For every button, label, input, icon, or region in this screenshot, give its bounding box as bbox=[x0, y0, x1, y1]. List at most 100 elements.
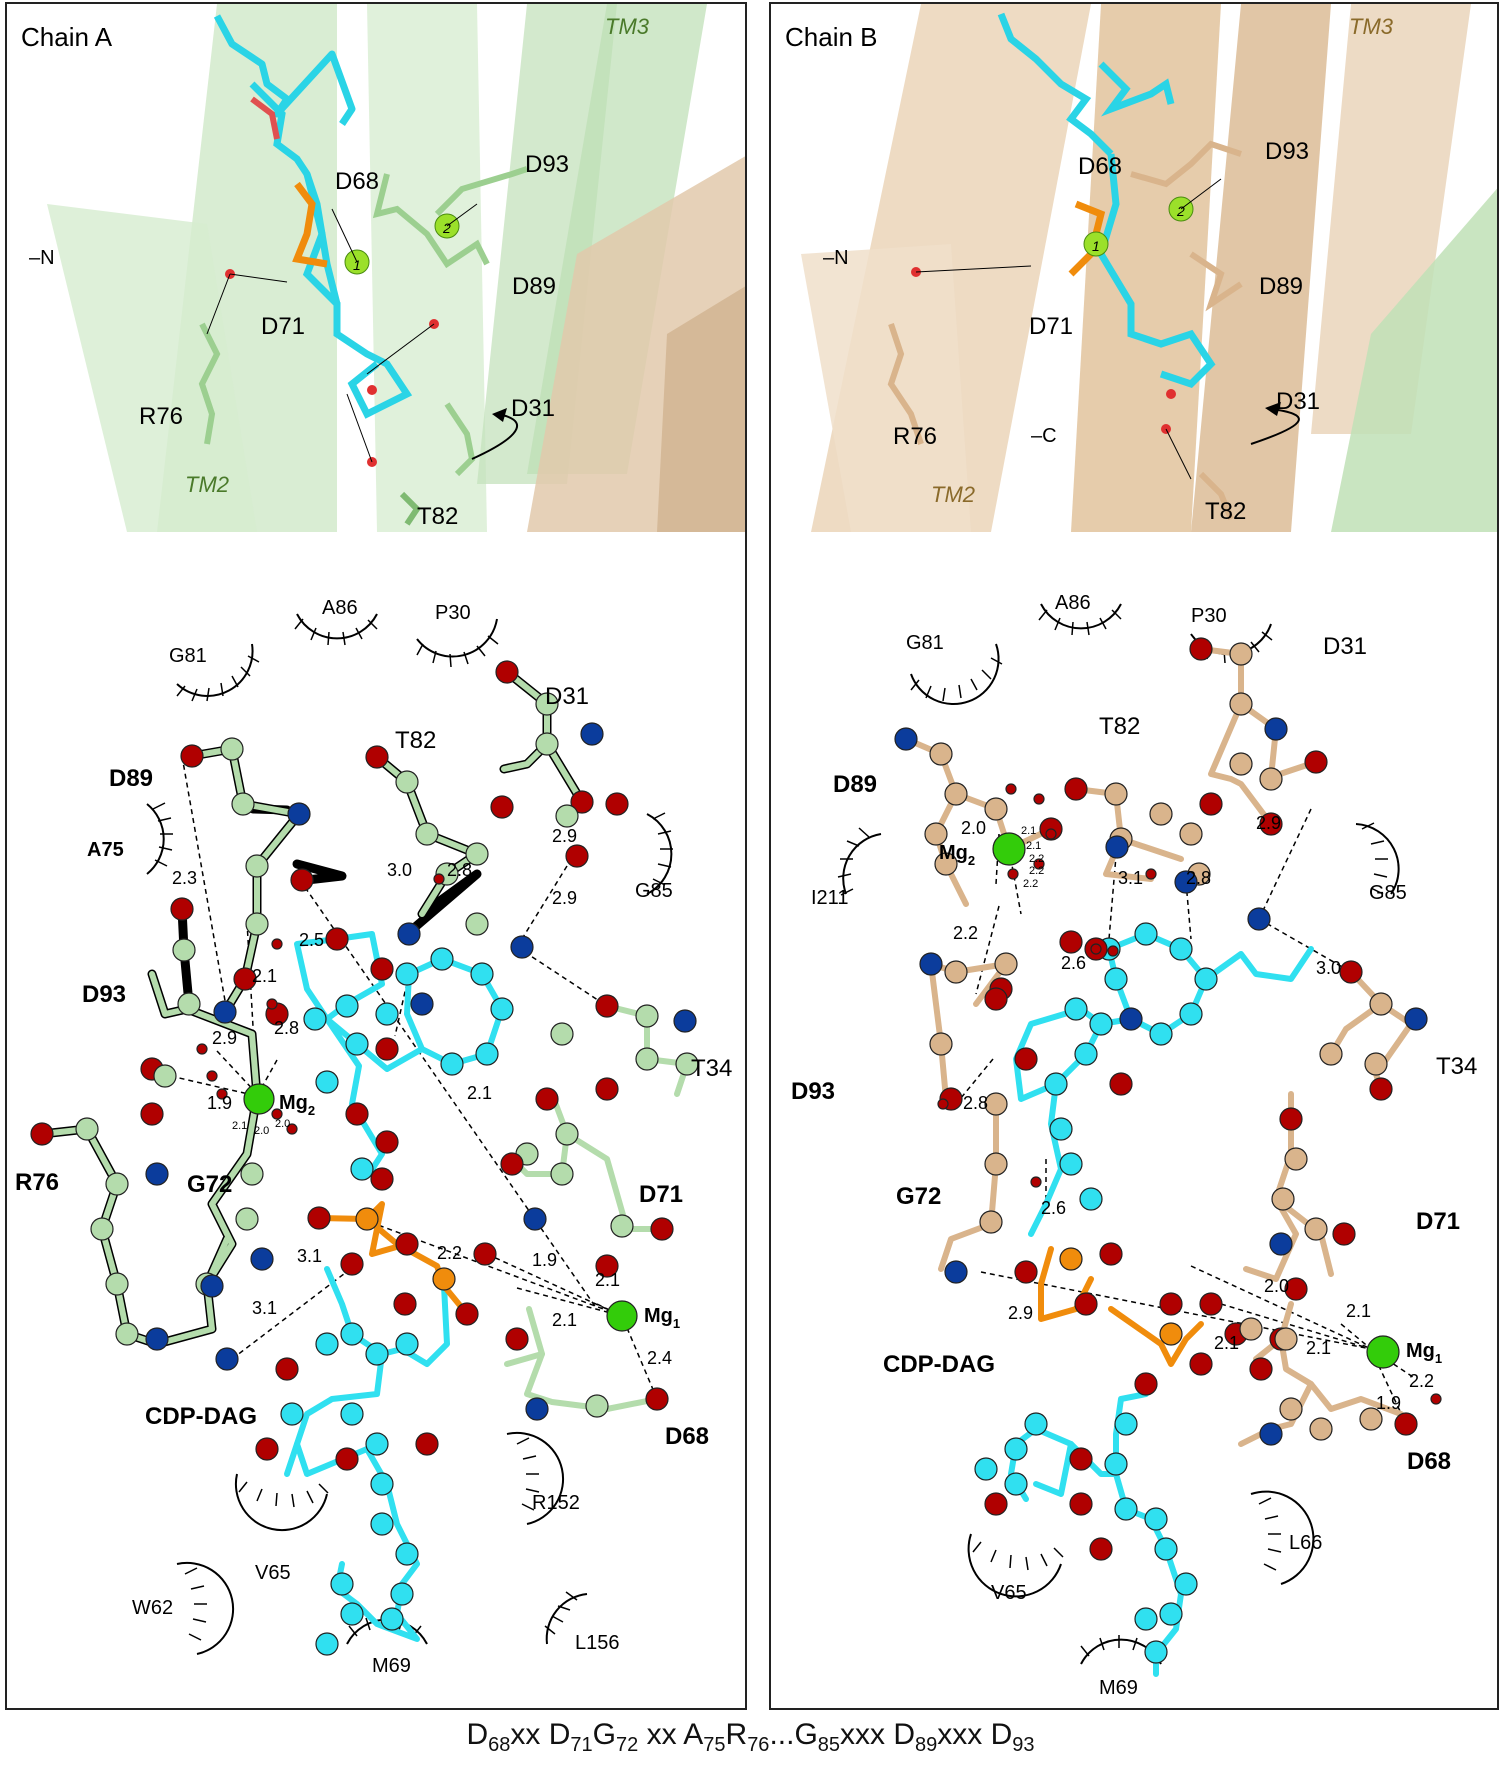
distance-label: 2.1 bbox=[1346, 1301, 1371, 1321]
residue-t34: T34 bbox=[691, 1055, 732, 1082]
distance-label: 2.1 bbox=[1026, 840, 1041, 852]
distance-label: 1.9 bbox=[532, 1250, 557, 1270]
distance-label: 1.9 bbox=[1376, 1393, 1401, 1413]
distance-label: 2.6 bbox=[1041, 1198, 1066, 1218]
metal-labels-a: Mg2 Mg1 bbox=[279, 1092, 680, 1331]
panel-title: Chain B bbox=[785, 22, 878, 52]
residue-g72: G72 bbox=[187, 1171, 232, 1198]
motif-subscript: 72 bbox=[615, 1734, 639, 1756]
motif-subscript: 85 bbox=[817, 1734, 841, 1756]
motif-part: xx A bbox=[638, 1718, 704, 1751]
residue-d71: D71 bbox=[639, 1181, 683, 1208]
hydrophobic-arcs bbox=[146, 613, 673, 1655]
distance-label: 2.9 bbox=[1008, 1303, 1033, 1323]
motif-subscript: 93 bbox=[1012, 1734, 1035, 1756]
distance-labels-b: 2.0 2.2 3.1 2.8 2.9 3.0 2.6 2.8 2.6 2.9 … bbox=[953, 813, 1434, 1413]
residue-d93: D93 bbox=[791, 1078, 835, 1105]
motif-part: G bbox=[592, 1718, 616, 1751]
distance-label: 2.9 bbox=[212, 1028, 237, 1048]
distance-label: 1.9 bbox=[207, 1093, 232, 1113]
motif-part: xxx D bbox=[937, 1718, 1013, 1751]
distance-label: 2.2 bbox=[1409, 1371, 1434, 1391]
residue-r152: R152 bbox=[532, 1492, 580, 1514]
motif-part: xxx D bbox=[840, 1718, 916, 1751]
mg2-label: Mg2 bbox=[939, 842, 975, 868]
distance-label: 2.2 bbox=[1023, 878, 1038, 890]
motif-subscript: 68 bbox=[488, 1734, 511, 1756]
residue-d31: D31 bbox=[1323, 633, 1367, 660]
distance-label: 2.0 bbox=[961, 818, 986, 838]
residue-a75: A75 bbox=[87, 839, 124, 861]
residue-g81: G81 bbox=[906, 632, 944, 654]
residue-l66: L66 bbox=[1289, 1532, 1322, 1554]
chain-a-figure: Chain A TM3 TM2 –N D68 D93 D89 D71 R76 D… bbox=[7, 4, 745, 1677]
motif-sequence: D68xx D71G72 xx A75R76...G85xxx D89xxx D… bbox=[0, 1718, 1501, 1757]
residue-v65: V65 bbox=[991, 1582, 1027, 1604]
residue-v65: V65 bbox=[255, 1562, 291, 1584]
motif-part: R bbox=[725, 1718, 748, 1751]
residue-label-d68: D68 bbox=[1078, 153, 1122, 180]
residue-d68: D68 bbox=[665, 1423, 709, 1450]
residue-label-d68: D68 bbox=[335, 168, 379, 195]
residue-d71: D71 bbox=[1416, 1208, 1460, 1235]
distance-label: 2.9 bbox=[1256, 813, 1281, 833]
distance-label: 3.0 bbox=[1316, 958, 1341, 978]
chain-b-cartoon bbox=[771, 4, 1497, 532]
motif-subscript: 76 bbox=[747, 1734, 770, 1756]
motif-subscript: 75 bbox=[703, 1734, 726, 1756]
motif-subscript: 89 bbox=[915, 1734, 938, 1756]
residue-t34: T34 bbox=[1436, 1053, 1477, 1080]
distance-label: 2.1 bbox=[1021, 825, 1036, 837]
residue-label-d89: D89 bbox=[512, 273, 556, 300]
panel-chain-a: Chain A TM3 TM2 –N D68 D93 D89 D71 R76 D… bbox=[5, 2, 747, 1710]
distance-label: 2.8 bbox=[1186, 868, 1211, 888]
residue-m69: M69 bbox=[372, 1655, 411, 1677]
distance-label: 2.0 bbox=[254, 1125, 269, 1137]
panel-title: Chain A bbox=[21, 22, 113, 52]
residue-d31: D31 bbox=[545, 683, 589, 710]
residue-l156: L156 bbox=[575, 1632, 620, 1654]
hydrophobic-arc-spokes bbox=[152, 618, 673, 1641]
panel-chain-b: Chain B TM3 TM2 –N –C D68 D93 D89 D71 R7… bbox=[769, 2, 1499, 1710]
distance-label: 3.1 bbox=[1118, 868, 1143, 888]
residue-label-r76: R76 bbox=[139, 403, 183, 430]
residue-label-d93: D93 bbox=[525, 151, 569, 178]
tm2-label: TM2 bbox=[931, 482, 975, 507]
distance-label: 2.1 bbox=[232, 1120, 247, 1132]
residue-label-d93: D93 bbox=[1265, 138, 1309, 165]
distance-label: 3.0 bbox=[387, 860, 412, 880]
residue-r76: R76 bbox=[15, 1169, 59, 1196]
bonds-a bbox=[39, 669, 690, 1642]
distance-label: 3.1 bbox=[252, 1298, 277, 1318]
tm2-label: TM2 bbox=[185, 472, 229, 497]
distance-label: 2.2 bbox=[437, 1243, 462, 1263]
mg2-cartoon-label: 2 bbox=[1176, 203, 1185, 219]
mg2-cartoon-label: 2 bbox=[442, 220, 451, 236]
distance-label: 2.0 bbox=[275, 1118, 290, 1130]
distance-label: 2.5 bbox=[299, 930, 324, 950]
residue-label-r76: R76 bbox=[893, 423, 937, 450]
residue-labels-b: A86 G81 P30 D31 T82 D89 I211 G85 D93 T34… bbox=[791, 592, 1477, 1699]
residue-labels-a: G81 A86 P30 D31 T82 D89 A75 G85 D93 T34 … bbox=[15, 597, 732, 1677]
distance-label: 2.4 bbox=[647, 1348, 672, 1368]
n-terminus-label: –N bbox=[29, 247, 55, 269]
distance-lines bbox=[955, 808, 1414, 1425]
tm3-label: TM3 bbox=[605, 14, 650, 39]
distance-label: 2.2 bbox=[953, 923, 978, 943]
metal-labels-b: Mg2 Mg1 bbox=[939, 842, 1442, 1366]
residue-label-t82: T82 bbox=[1205, 498, 1246, 525]
chain-b-figure: Chain B TM3 TM2 –N –C D68 D93 D89 D71 R7… bbox=[771, 4, 1497, 1699]
residue-d89: D89 bbox=[833, 771, 877, 798]
residue-label-d31: D31 bbox=[1276, 388, 1320, 415]
distance-label: 2.8 bbox=[963, 1093, 988, 1113]
mg1-label: Mg1 bbox=[644, 1305, 680, 1331]
ligand-cdp-dag: CDP-DAG bbox=[145, 1403, 257, 1430]
motif-part: ...G bbox=[769, 1718, 818, 1751]
residue-i211: I211 bbox=[811, 887, 848, 909]
residue-d68: D68 bbox=[1407, 1448, 1451, 1475]
c-terminus-label: –C bbox=[1031, 425, 1057, 447]
mg1-cartoon-label: 1 bbox=[1092, 238, 1100, 254]
distance-label: 2.8 bbox=[274, 1018, 299, 1038]
residue-g85: G85 bbox=[1369, 882, 1407, 904]
hydrophobic-arc-spokes bbox=[837, 609, 1388, 1657]
